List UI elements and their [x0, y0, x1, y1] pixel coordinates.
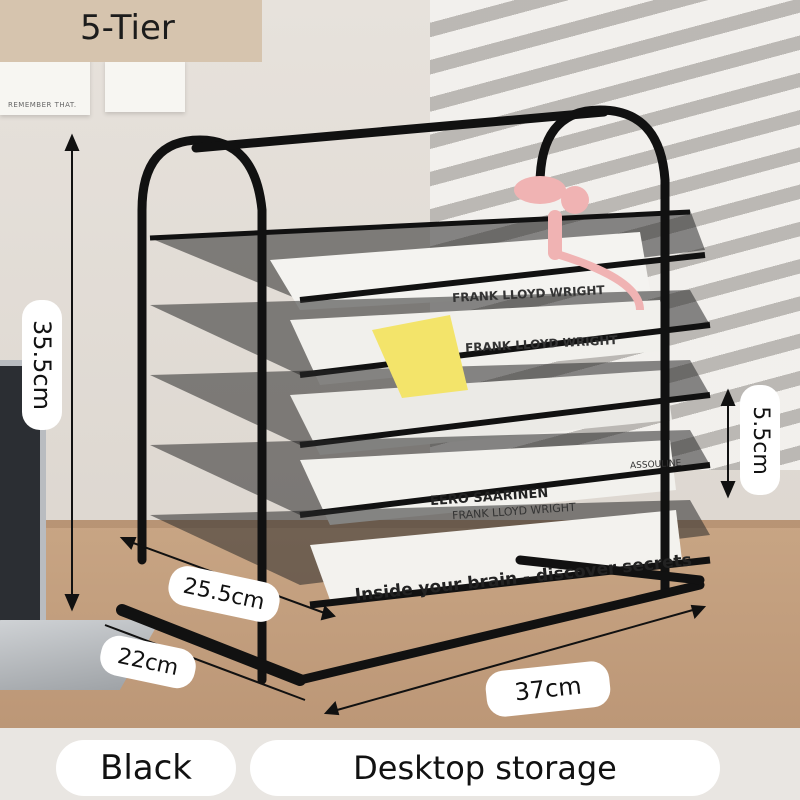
tray-5 [150, 500, 711, 609]
pink-toy-figure [514, 176, 644, 311]
tray-3 [150, 360, 711, 455]
dimension-arrows [64, 133, 736, 716]
tier-gap-dimension-text: 5.5cm [747, 405, 773, 475]
height-dimension-label: 35.5cm [22, 300, 62, 430]
tier-gap-dimension-label: 5.5cm [740, 385, 780, 495]
wall-note-2 [105, 60, 185, 112]
height-dimension-text: 35.5cm [28, 319, 57, 411]
color-pill: Black [56, 740, 236, 796]
product-pill-label: Desktop storage [353, 749, 617, 787]
tray-4 [150, 430, 711, 525]
color-pill-label: Black [100, 748, 192, 788]
sticky-note [372, 315, 468, 398]
product-pill: Desktop storage [250, 740, 720, 796]
metal-frame [116, 105, 705, 686]
wall-note-text: REMEMBER THAT. [8, 101, 77, 109]
width-dimension-text: 37cm [513, 671, 583, 707]
tier-tag: 5-Tier [0, 0, 262, 62]
depth-dimension-text: 22cm [115, 643, 181, 681]
tier-tag-label: 5-Tier [80, 8, 175, 48]
